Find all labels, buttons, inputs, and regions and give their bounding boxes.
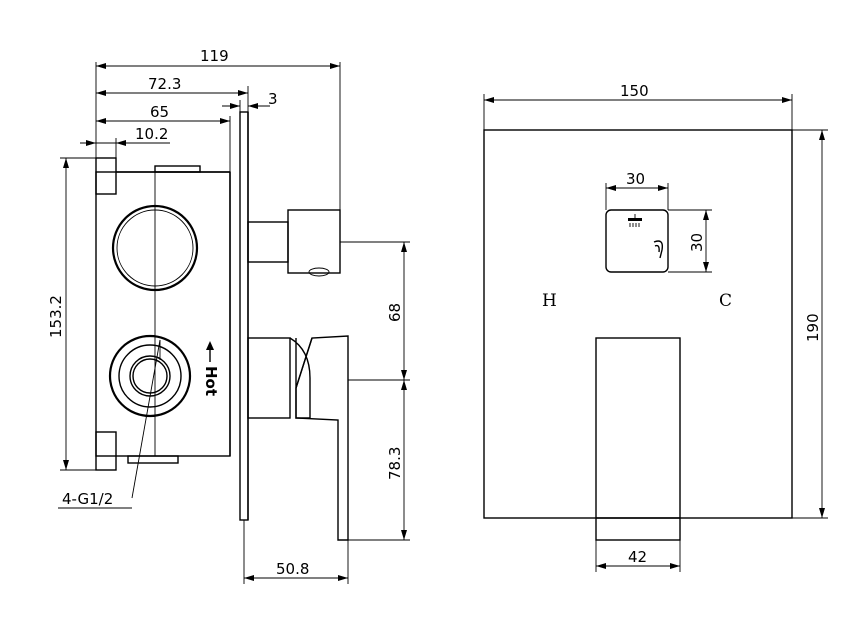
dim-153-2: 153.2 [47, 295, 65, 338]
hot-direction-label: Hot [202, 341, 220, 396]
dim-42: 42 [628, 548, 647, 566]
dim-50-8: 50.8 [276, 560, 309, 578]
handle-hub [247, 337, 291, 419]
dim-78-3: 78.3 [386, 447, 404, 480]
label-hot: H [542, 291, 557, 311]
mixer-lever [595, 337, 681, 541]
dim-3: 3 [268, 90, 278, 108]
box-top-lip [154, 165, 201, 173]
upper-outlet-port [111, 204, 199, 292]
thread-label: 4-G1/2 [62, 490, 113, 508]
dim-30-height: 30 [688, 233, 706, 252]
dim-30-width: 30 [626, 170, 645, 188]
dim-72-3: 72.3 [148, 75, 181, 93]
front-view: 150 190 30 30 H C 42 [483, 82, 828, 572]
dim-65: 65 [150, 103, 169, 121]
box-bottom-lip [127, 455, 179, 464]
side-view: Hot 4-G1/2 119 72.3 [47, 47, 410, 584]
dim-10-2: 10.2 [135, 125, 168, 143]
hand-shower-icon [653, 240, 664, 259]
handle-lever [295, 335, 349, 541]
box-top-tab [95, 157, 117, 195]
label-cold: C [719, 291, 732, 311]
upper-connector-head [287, 209, 341, 274]
upper-connector-neck [247, 221, 289, 263]
diverter-selector [605, 209, 669, 273]
dim-119: 119 [200, 47, 229, 65]
lower-inlet-port [108, 334, 192, 418]
handle-cone [289, 337, 311, 419]
dim-150: 150 [620, 82, 649, 100]
dim-68: 68 [386, 303, 404, 322]
box-bottom-tab [95, 431, 117, 471]
dim-190: 190 [804, 313, 822, 342]
shower-head-icon [628, 214, 642, 227]
wall-plate [239, 111, 249, 521]
hot-label: Hot [202, 366, 220, 396]
